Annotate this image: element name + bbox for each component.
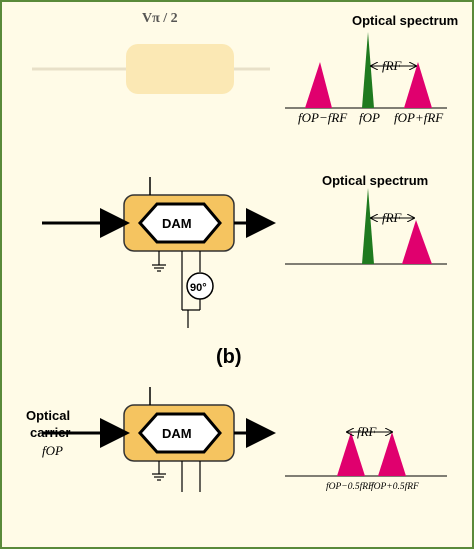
panel-c-ground-icon [152, 473, 166, 481]
panel-a-upper-sideband-label: fOP+fRF [394, 110, 444, 125]
panel-c-input-freq: fOP [42, 443, 63, 458]
panel-c-upper-sideband [378, 432, 406, 476]
panel-b-phase-label: 90° [190, 282, 207, 294]
panel-a-spectrum-title: Optical spectrum [352, 13, 458, 28]
panel-a-lower-sideband-label: fOP−fRF [298, 110, 348, 125]
panel-b-spectrum-title: Optical spectrum [322, 173, 428, 188]
panel-c-lower-sideband-label: fOP−0.5fRF [326, 481, 374, 492]
panel-b-ground-icon [152, 264, 166, 272]
panel-b-upper-sideband [402, 220, 432, 264]
panel-b-dam-label: DAM [162, 216, 192, 231]
panel-c-dam-label: DAM [162, 426, 192, 441]
panel-c-input-label-line1: Optical [26, 408, 70, 423]
panel-b-mz-interferometer [137, 202, 222, 244]
panel-c-lower-sideband [337, 432, 365, 476]
panel-a-carrier-label: fOP [359, 110, 380, 125]
panel-a-lower-sideband [305, 62, 332, 108]
panel-b-carrier [362, 188, 374, 264]
panel-c-mz-interferometer [137, 412, 222, 454]
panel-a-upper-sideband [404, 62, 432, 108]
panel-c-spacing-label: fRF [357, 424, 378, 439]
panel-a-spacing-label: fRF [382, 58, 403, 73]
panel-b: DAM 90° Optical spectrum fRF [42, 173, 447, 368]
panel-a-carrier [362, 32, 374, 108]
panel-b-spacing-label: fRF [382, 210, 403, 225]
panel-a: Vπ / 2 Optical spectrum fRF fOP−fRF fOP … [32, 11, 458, 125]
panel-c: Optical carrier fOP DAM fRF fOP−0.5fRF [26, 387, 447, 492]
panel-b-caption: (b) [216, 346, 242, 368]
panel-a-modulator-box [126, 44, 234, 94]
panel-a-bias-label: Vπ / 2 [142, 11, 178, 26]
panel-c-upper-sideband-label: fOP+0.5fRF [371, 481, 419, 492]
